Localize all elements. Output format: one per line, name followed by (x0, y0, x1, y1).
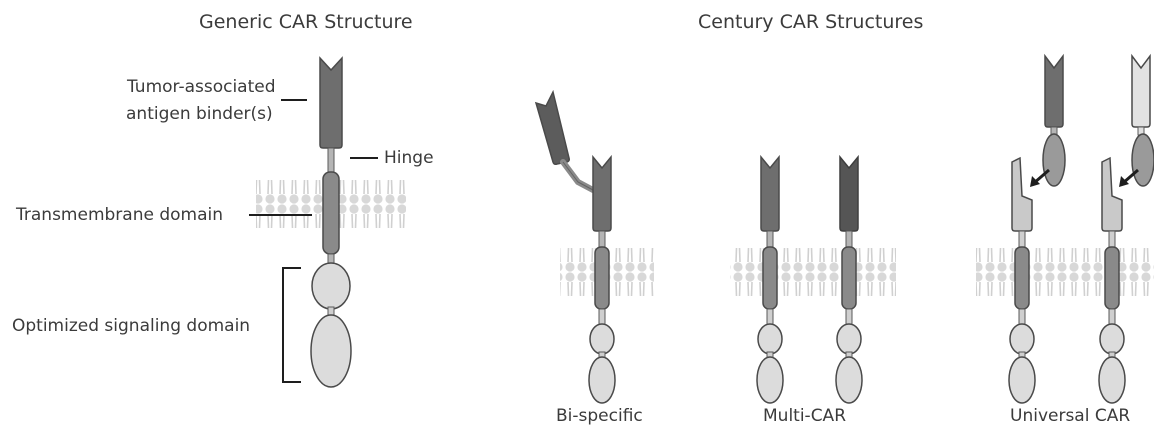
hinge (328, 148, 334, 172)
century-title: Century CAR Structures (698, 11, 923, 33)
universal-car (976, 56, 1154, 403)
binder-label-line2: antigen binder(s) (126, 104, 273, 124)
caption-universal: Universal CAR (1010, 406, 1130, 426)
generic-title: Generic CAR Structure (199, 11, 413, 33)
bispecific-linker (563, 162, 593, 190)
signaling-domain-2 (311, 315, 351, 387)
second-binder (536, 92, 569, 164)
adaptor-tag-1 (1043, 134, 1065, 186)
adaptor-binder-1 (1045, 56, 1063, 127)
hinge-label: Hinge (384, 148, 434, 168)
membrane-multicar (730, 247, 896, 315)
transmembrane-label: Transmembrane domain (16, 205, 223, 225)
caption-bispecific: Bi-specific (556, 406, 643, 426)
universal-receptor-1 (1012, 158, 1032, 231)
multicar-binder-1 (761, 157, 779, 231)
bispecific-car (536, 92, 654, 403)
caption-multicar: Multi-CAR (763, 406, 846, 426)
adaptor-tag-2 (1132, 134, 1154, 186)
universal-receptor-2 (1102, 158, 1122, 231)
signaling-bracket (283, 268, 301, 382)
transmembrane-domain (323, 172, 339, 254)
multicar-binder-2 (840, 157, 858, 231)
signaling-label: Optimized signaling domain (12, 316, 250, 336)
membrane-universal (976, 247, 1154, 315)
multi-car (730, 157, 896, 403)
binder-label-line1: Tumor-associated (127, 77, 276, 97)
primary-binder (593, 157, 611, 231)
adaptor-binder-2 (1132, 56, 1150, 127)
antigen-binder (320, 58, 342, 148)
signaling-domain-1 (312, 263, 350, 309)
